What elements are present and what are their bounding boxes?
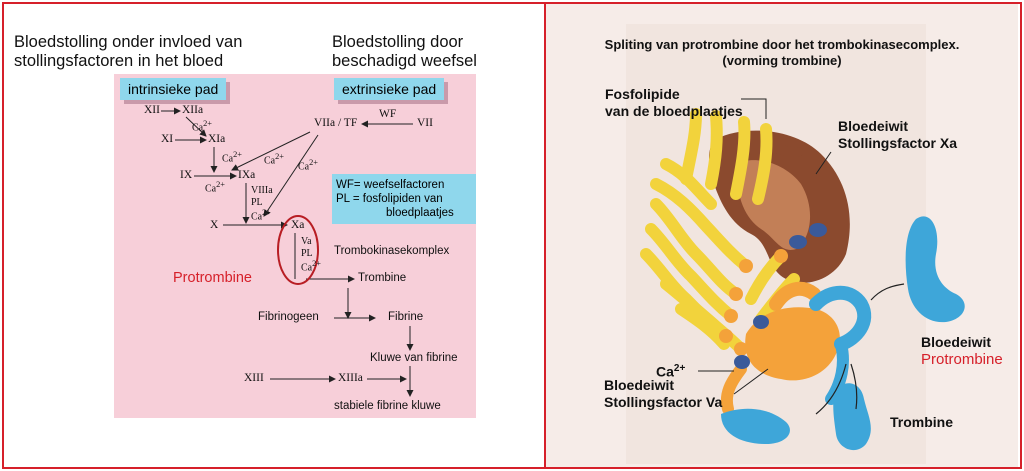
arrow-viia-x bbox=[263, 134, 319, 217]
lipid-heads bbox=[719, 249, 788, 356]
calcium-dots bbox=[734, 223, 827, 369]
legend-box: WF= weefselfactoren PL = fosfolipiden va… bbox=[332, 174, 476, 224]
node-xia: XIa bbox=[208, 133, 226, 145]
trombine-product-2 bbox=[833, 383, 871, 451]
label-trombine: Trombine bbox=[358, 272, 407, 284]
title-tissue-line1: Bloedstolling door bbox=[332, 33, 464, 51]
arrow-xiia-xia bbox=[185, 116, 207, 137]
node-xa: Xa bbox=[291, 219, 305, 231]
ca-label-3: Ca2+ bbox=[205, 180, 225, 195]
node-vii: VII bbox=[417, 117, 433, 129]
label-fosfolipide-2: van de bloedplaatjes bbox=[605, 103, 743, 119]
pointer-factor-va bbox=[733, 368, 769, 395]
label-stabiele: stabiele fibrine kluwe bbox=[334, 400, 441, 412]
node-xii: XII bbox=[144, 104, 160, 116]
trombokinase-circle bbox=[277, 215, 319, 285]
node-x: X bbox=[210, 219, 219, 231]
label-protrombine-1: Bloedeiwit bbox=[921, 334, 992, 350]
node-wf: WF bbox=[379, 108, 397, 120]
node-xiia: XIIa bbox=[182, 104, 204, 116]
cofactor-va: Va bbox=[301, 236, 312, 247]
label-fibrinogeen: Fibrinogeen bbox=[258, 311, 319, 323]
title-blood-line2: stollingsfactoren in het bloed bbox=[14, 52, 224, 70]
legend-line-pl: PL = fosfolipiden van bbox=[336, 193, 443, 205]
label-va-1: Bloedeiwit bbox=[604, 377, 675, 393]
trombine-product-1 bbox=[721, 408, 790, 444]
ca-label-5: Ca2+ bbox=[298, 158, 318, 173]
right-title-line2: (vorming trombine) bbox=[722, 53, 842, 68]
node-ixa: IXa bbox=[238, 169, 256, 181]
cofactor-viiia: VIIIa bbox=[251, 185, 273, 196]
node-xi: XI bbox=[161, 133, 174, 145]
arrow-viia-ixa bbox=[231, 131, 311, 171]
node-xiii: XIII bbox=[244, 372, 264, 384]
legend-line-wf: WF= weefselfactoren bbox=[336, 179, 445, 191]
label-xa-2: Stollingsfactor Xa bbox=[838, 135, 958, 151]
pointer-fosfolipide bbox=[741, 98, 767, 119]
trombine-bound-shape bbox=[809, 285, 872, 351]
cascade-arrows bbox=[161, 107, 414, 397]
factor-va-shape bbox=[745, 307, 840, 381]
title-blood-line1: Bloedstolling onder invloed van bbox=[14, 33, 243, 51]
right-title-line1: Spliting van protrombine door het trombo… bbox=[604, 37, 960, 52]
intrinsic-path-label: intrinsieke pad bbox=[120, 78, 227, 100]
label-kluwe: Kluwe van fibrine bbox=[370, 352, 458, 364]
label-trombine-right: Trombine bbox=[890, 414, 954, 430]
ca-label-2: Ca2+ bbox=[222, 150, 242, 165]
cofactor-pl-1: PL bbox=[251, 197, 263, 208]
label-trombokinasekomplex: Trombokinasekomplex bbox=[334, 245, 450, 257]
ca-label-6: Ca2+ bbox=[251, 208, 271, 223]
label-ca: Ca2+ bbox=[656, 363, 686, 380]
node-ix: IX bbox=[180, 169, 193, 181]
label-va-2: Stollingsfactor Va bbox=[604, 394, 723, 410]
phospholipid-shapes bbox=[640, 108, 800, 355]
label-fibrine: Fibrine bbox=[388, 311, 424, 323]
node-viia-tf: VIIa / TF bbox=[314, 117, 358, 129]
label-protrombine-2: Protrombine bbox=[921, 351, 1003, 368]
protrombine-shape bbox=[905, 216, 965, 323]
title-tissue-line2: beschadigd weefsel bbox=[332, 52, 477, 70]
extrinsic-path-label: extrinsieke pad bbox=[334, 78, 445, 100]
label-xa-1: Bloedeiwit bbox=[838, 118, 909, 134]
cofactor-pl-2: PL bbox=[301, 248, 313, 259]
ca-label-7: Ca2+ bbox=[301, 259, 321, 274]
label-protrombine: Protrombine bbox=[173, 270, 252, 286]
pointer-factor-xa bbox=[815, 151, 832, 175]
ca-label-1: Ca2+ bbox=[192, 119, 212, 134]
panel-divider bbox=[544, 4, 546, 467]
ca-label-4: Ca2+ bbox=[264, 152, 284, 167]
label-fosfolipide-1: Fosfolipide bbox=[605, 86, 680, 102]
legend-line-bloedplaatjes: bloedplaatjes bbox=[386, 207, 454, 219]
node-xiiia: XIIIa bbox=[338, 372, 363, 384]
protein-illustration bbox=[546, 4, 1018, 467]
